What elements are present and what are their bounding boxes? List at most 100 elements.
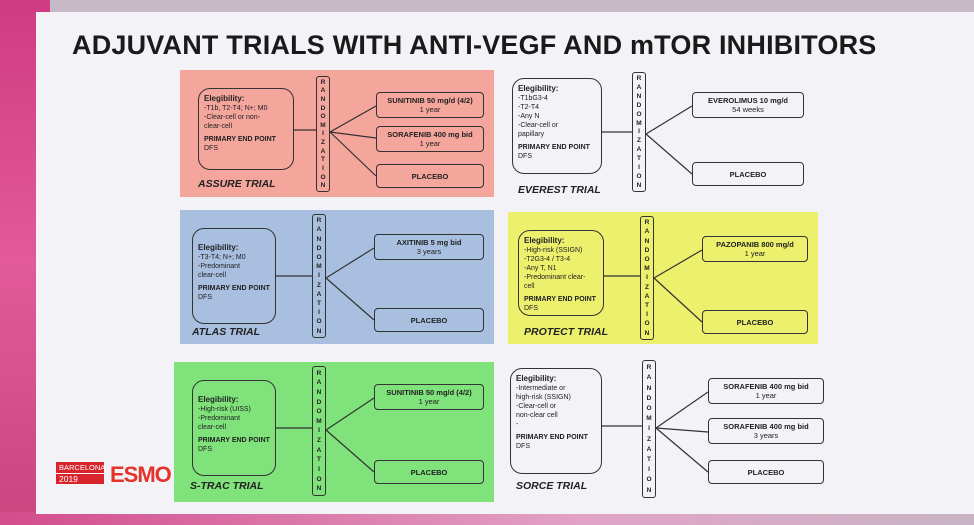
randomization-letter: T — [317, 300, 321, 308]
eligibility-line: -T1bG3-4 — [518, 95, 548, 102]
eligibility-box-protect: Elegibility: -High-risk (SSIGN) -T2G3-4 … — [518, 230, 604, 316]
eligibility-line: -High-risk (UISS) — [198, 406, 251, 413]
arm-drug: SORAFENIB 400 mg bid — [387, 130, 473, 139]
arm-drug: PAZOPANIB 800 mg/d — [716, 240, 794, 249]
branch-lines — [602, 105, 693, 175]
arm-box: SORAFENIB 400 mg bid 1 year — [708, 378, 824, 404]
arm-drug: SUNITINIB 50 mg/d (4/2) — [386, 388, 472, 397]
eligibility-header: Elegibility: — [518, 84, 559, 93]
logo-city: BARCELONA — [56, 462, 105, 473]
branch-lines — [276, 247, 375, 321]
arm-drug: AXITINIB 5 mg bid — [396, 238, 462, 247]
endpoint-value: DFS — [518, 153, 532, 160]
randomization-letter: D — [316, 244, 322, 252]
trial-name: EVEREST TRIAL — [518, 184, 601, 196]
randomization-letter: I — [318, 272, 320, 280]
randomization-letter: T — [645, 302, 649, 310]
randomization-letter: R — [636, 74, 642, 82]
trial-name: S-TRAC TRIAL — [190, 480, 264, 492]
eligibility-header: Elegibility: — [524, 236, 565, 245]
arm-drug: SUNITINIB 50 mg/d (4/2) — [387, 96, 473, 105]
eligibility-line: -Clear-cell or — [516, 403, 557, 410]
panel-strac: Elegibility: -High-risk (UISS) -Predomin… — [174, 362, 494, 502]
panel-protect: Elegibility: -High-risk (SSIGN) -T2G3-4 … — [508, 212, 818, 344]
randomization-letter: N — [320, 182, 326, 190]
arm-duration: 3 years — [416, 247, 442, 256]
arm-box: PLACEBO — [702, 310, 808, 334]
logo-year: 2019 — [56, 474, 104, 484]
randomization-letter: D — [646, 394, 652, 402]
randomization-letter: R — [646, 364, 652, 372]
panel-atlas: Elegibility: -T3-T4; N+; M0 -Predominant… — [180, 210, 494, 344]
trial-name: PROTECT TRIAL — [524, 326, 608, 338]
arm-duration: 1 year — [419, 139, 441, 148]
randomization-letter: O — [646, 405, 652, 413]
randomization-letter: T — [647, 456, 651, 464]
randomization-letter: I — [322, 165, 324, 173]
randomization-letter: A — [646, 445, 652, 453]
arm-box: SORAFENIB 400 mg bid 3 years — [708, 418, 824, 444]
randomization-letter: D — [320, 104, 326, 112]
randomization-letter: A — [646, 374, 652, 382]
eligibility-box-strac: Elegibility: -High-risk (UISS) -Predomin… — [192, 380, 276, 476]
endpoint-value: DFS — [516, 443, 530, 450]
eligibility-line: -Any T, N1 — [524, 265, 557, 272]
endpoint-label: PRIMARY END POINT — [198, 285, 270, 292]
randomization-letter: N — [646, 384, 652, 392]
eligibility-line: clear-cell — [198, 424, 227, 431]
arm-box: SORAFENIB 400 mg bid 1 year — [376, 126, 484, 152]
eligibility-line: -Clear-cell or non- — [204, 114, 261, 121]
randomization-letter: N — [316, 327, 322, 335]
randomization-letter: D — [316, 398, 322, 406]
eligibility-line: -Intermediate or — [516, 385, 566, 392]
randomization-letter: A — [644, 292, 650, 300]
eligibility-line: -Predominant — [198, 263, 241, 270]
arm-drug: PLACEBO — [411, 172, 449, 181]
eligibility-line: -T2-T4 — [518, 104, 539, 111]
eligibility-box-everest: Elegibility: -T1bG3-4 -T2-T4 -Any N -Cle… — [512, 78, 602, 174]
randomization-letter: O — [316, 408, 322, 416]
randomization-letter: O — [316, 254, 322, 262]
eligibility-line: clear-cell — [204, 123, 233, 130]
trial-name: ASSURE TRIAL — [198, 178, 276, 190]
randomization-letter: M — [316, 417, 322, 425]
arm-box: PLACEBO — [708, 460, 824, 484]
randomization-letter: O — [316, 318, 322, 326]
arm-drug: SORAFENIB 400 mg bid — [723, 382, 809, 391]
randomization-letter: O — [636, 110, 642, 118]
endpoint-label: PRIMARY END POINT — [204, 136, 276, 143]
randomization-letter: Z — [637, 137, 641, 145]
eligibility-box-atlas: Elegibility: -T3-T4; N+; M0 -Predominant… — [192, 228, 276, 324]
randomization-letter: I — [318, 466, 320, 474]
esmo-logo: ESMO — [110, 462, 172, 487]
randomization-letter: M — [316, 263, 322, 271]
eligibility-line: -T1b, T2-T4; N+; M0 — [204, 105, 268, 112]
eligibility-line: -Predominant clear- — [524, 274, 586, 281]
arm-drug: PLACEBO — [410, 468, 448, 477]
randomization-letter: O — [636, 173, 642, 181]
eligibility-line: -High-risk (SSIGN) — [524, 247, 583, 254]
arm-box: EVEROLIMUS 10 mg/d 54 weeks — [692, 92, 804, 118]
endpoint-value: DFS — [198, 446, 212, 453]
randomization-letter: A — [636, 83, 642, 91]
randomization-letter: N — [316, 388, 322, 396]
arm-drug: SORAFENIB 400 mg bid — [723, 422, 809, 431]
randomization-letter: O — [646, 476, 652, 484]
randomization-letter: A — [316, 290, 322, 298]
randomization-letter: I — [648, 425, 650, 433]
eligibility-line: -Any N — [518, 113, 540, 120]
eligibility-line: -T2G3-4 / T3-4 — [524, 256, 571, 263]
randomization-letter: D — [644, 246, 650, 254]
panel-assure: Elegibility: -T1b, T2-T4; N+; M0 -Clear-… — [180, 70, 494, 197]
eligibility-line: -Clear-cell or — [518, 122, 559, 129]
eligibility-header: Elegibility: — [198, 395, 239, 404]
randomization-letter: N — [636, 92, 642, 100]
panel-sorce: Elegibility: -Intermediate or high-risk … — [508, 358, 838, 502]
randomization-letter: O — [644, 320, 650, 328]
randomization-letter: I — [638, 128, 640, 136]
randomization-letter: D — [636, 101, 642, 109]
endpoint-label: PRIMARY END POINT — [524, 296, 596, 303]
